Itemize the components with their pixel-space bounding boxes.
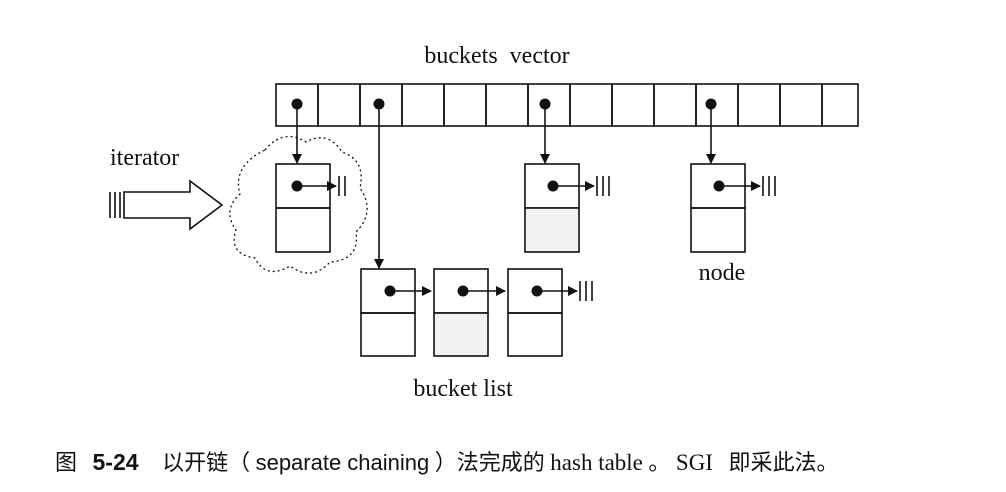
caption-text-4: hash table <box>550 450 643 475</box>
figure-number: 5-24 <box>93 449 139 475</box>
bucket-list-label: bucket list <box>413 376 513 402</box>
buckets-vector <box>275 83 859 127</box>
node-label: node <box>699 260 746 286</box>
bucket-list <box>360 268 593 357</box>
caption-text-1: 以开链（ <box>162 451 250 476</box>
iterator-label: iterator <box>110 145 179 171</box>
caption-text-5: 。 <box>648 451 670 476</box>
caption-text-3: ）法完成的 <box>435 451 545 476</box>
node <box>360 268 432 357</box>
node <box>524 163 610 253</box>
bucket-slot <box>485 83 529 127</box>
caption-text-2: separate chaining <box>256 450 430 475</box>
bucket-slot <box>317 83 361 127</box>
bucket-slot <box>653 83 697 127</box>
caption-text-7: 即采此法。 <box>728 451 838 476</box>
bucket-slot <box>737 83 781 127</box>
iterator-arrow <box>109 179 224 231</box>
bucket-slot <box>401 83 445 127</box>
figure-caption: 图 5-24 以开链（ separate chaining ）法完成的 hash… <box>55 449 838 476</box>
node <box>433 268 506 357</box>
caption-text-6: SGI <box>676 450 713 475</box>
bucket-slot <box>695 83 739 127</box>
bucket-slot <box>569 83 613 127</box>
bucket-slot <box>821 83 859 127</box>
buckets-vector-label: buckets vector <box>424 43 569 69</box>
bucket-slot <box>611 83 655 127</box>
node <box>690 163 776 253</box>
node <box>507 268 593 357</box>
iterator-cloud <box>229 135 368 274</box>
caption-prefix: 图 <box>55 451 77 476</box>
bucket-slot <box>779 83 823 127</box>
node <box>275 163 346 253</box>
bucket-slot <box>443 83 487 127</box>
